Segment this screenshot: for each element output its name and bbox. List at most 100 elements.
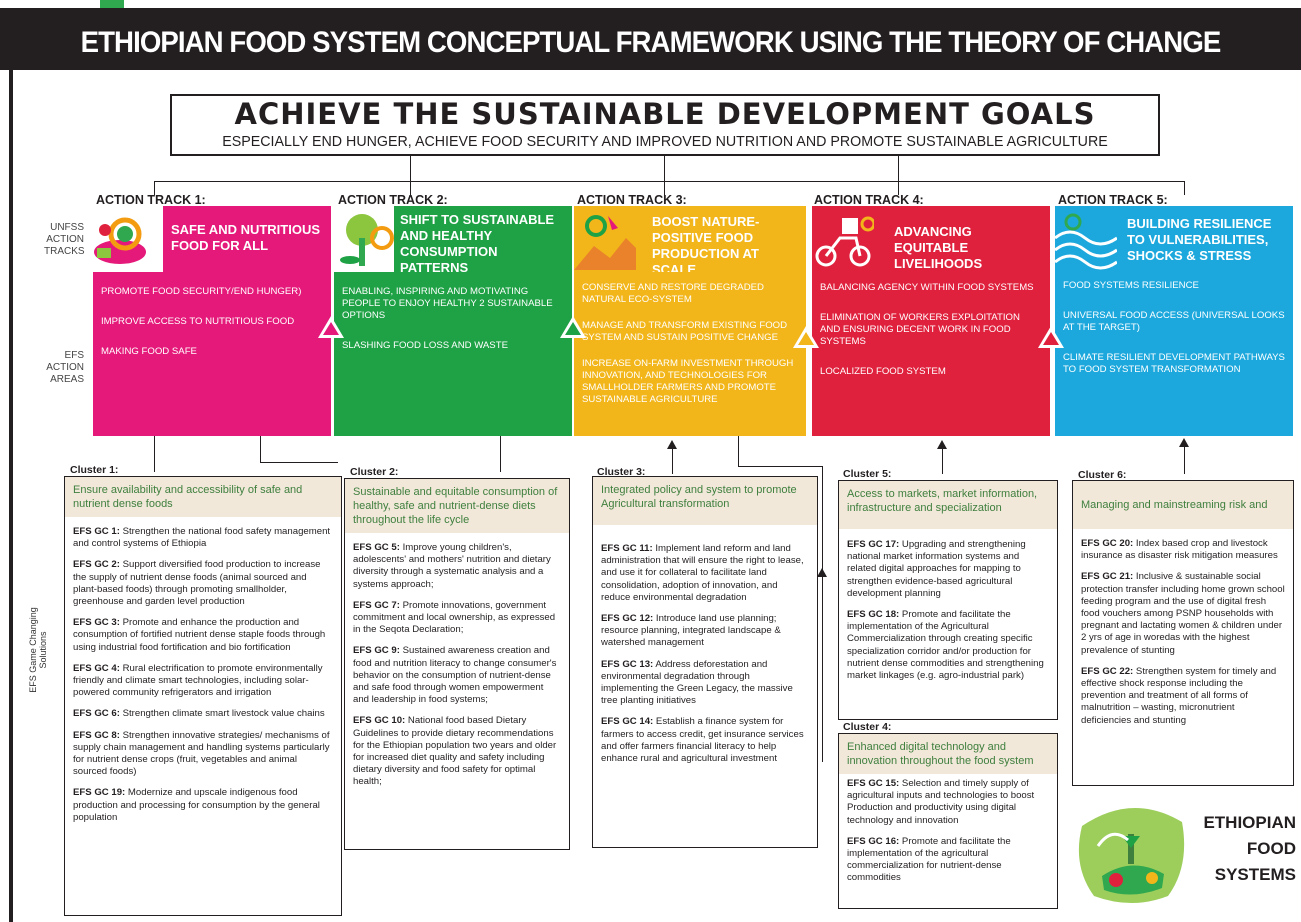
arrow-up-icon (817, 568, 827, 577)
cluster3-box: Integrated policy and system to promote … (592, 476, 818, 848)
gc-item: EFS GC 17: Upgrading and strengthening n… (847, 539, 1026, 599)
farm-landscape-icon (574, 215, 636, 270)
cluster5-head: Access to markets, market information, i… (839, 481, 1057, 529)
title-accent (100, 0, 124, 10)
cluster1-connector (154, 436, 155, 472)
triangle-marker (323, 322, 339, 335)
scooter-icon (815, 216, 874, 267)
cluster1-box: Ensure availability and accessibility of… (64, 476, 342, 916)
gc-item: EFS GC 9: Sustained awareness creation a… (353, 645, 557, 706)
track4-connector (898, 156, 899, 195)
track2-area: ENABLING, INSPIRING AND MOTIVATING PEOPL… (342, 286, 553, 321)
cluster5-box: Access to markets, market information, i… (838, 480, 1058, 720)
cluster5-connector (942, 448, 943, 474)
track4-label: ACTION TRACK 4: (814, 193, 924, 207)
logo-line: FOOD (1246, 839, 1296, 858)
goal-connector (664, 156, 665, 181)
sdg-goal-box: ACHIEVE THE SUSTAINABLE DEVELOPMENT GOAL… (170, 94, 1160, 156)
gc-item: EFS GC 10: National food based Dietary G… (353, 715, 557, 788)
track2-header: SHIFT TO SUSTAINABLE AND HEALTHY CONSUMP… (334, 206, 572, 275)
triangle-marker (1043, 332, 1059, 345)
gc-item: EFS GC 8: Strengthen innovative strategi… (73, 729, 330, 778)
track1-connector (154, 181, 155, 195)
track3-area: CONSERVE AND RESTORE DEGRADED NATURAL EC… (582, 282, 764, 305)
gc-item: EFS GC 6: Strengthen climate smart lives… (73, 708, 325, 720)
track4-header: ADVANCING EQUITABLE LIVELIHOODS (812, 206, 1050, 272)
page-title: ETHIOPIAN FOOD SYSTEM CONCEPTUAL FRAMEWO… (80, 26, 1222, 59)
gc-item: EFS GC 21: Inclusive & sustainable socia… (1081, 571, 1285, 656)
track1-area: IMPROVE ACCESS TO NUTRITIOUS FOOD (101, 316, 295, 327)
track2-label: ACTION TRACK 2: (338, 193, 448, 207)
gc-item: EFS GC 14: Establish a finance system fo… (601, 716, 804, 765)
track2-name: SHIFT TO SUSTAINABLE AND HEALTHY CONSUMP… (400, 212, 555, 275)
track4-name: ADVANCING EQUITABLE LIVELIHOODS (894, 224, 983, 271)
track1-area: MAKING FOOD SAFE (101, 346, 197, 357)
track5-area: UNIVERSAL FOOD ACCESS (UNIVERSAL LOOKS A… (1063, 310, 1285, 333)
efs-logo-icon (1078, 807, 1185, 903)
track3-label: ACTION TRACK 3: (577, 193, 687, 207)
track2-area: SLASHING FOOD LOSS AND WASTE (342, 340, 508, 351)
triangle-marker (798, 332, 814, 345)
track5-areas: FOOD SYSTEMS RESILIENCE UNIVERSAL FOOD A… (1055, 272, 1293, 436)
track-connector-bar (154, 181, 1184, 182)
gc-item: EFS GC 20: Index based crop and livestoc… (1081, 538, 1278, 562)
cluster4-head: Enhanced digital technology and innovati… (839, 734, 1057, 774)
track3-connector (664, 181, 665, 195)
sdg-goal-subtitle: ESPECIALLY END HUNGER, ACHIEVE FOOD SECU… (222, 133, 1108, 150)
cluster2-connector (500, 436, 501, 472)
efs-solutions-label: EFS Game Changing Solutions (28, 607, 48, 693)
cluster6-connector (1184, 446, 1185, 474)
logo-text: ETHIOPIAN FOOD SYSTEMS (1178, 810, 1296, 888)
gc-item: EFS GC 18: Promote and facilitate the im… (847, 609, 1044, 682)
track5-label: ACTION TRACK 5: (1058, 193, 1168, 207)
track5-area: CLIMATE RESILIENT DEVELOPMENT PATHWAYS T… (1063, 352, 1285, 375)
track1-name: SAFE AND NUTRITIOUS FOOD FOR ALL (171, 222, 321, 253)
track2-areas: ENABLING, INSPIRING AND MOTIVATING PEOPL… (334, 272, 572, 436)
track1-label: ACTION TRACK 1: (96, 193, 206, 207)
arrow-up-icon (937, 440, 947, 449)
track1-header: SAFE AND NUTRITIOUS FOOD FOR ALL (93, 206, 331, 272)
track2-name-bg (394, 206, 572, 272)
gc-item: EFS GC 2: Support diversified food produ… (73, 559, 321, 608)
cluster5-label: Cluster 5: (843, 468, 892, 480)
arrow-up-icon (667, 440, 677, 449)
cluster6-label: Cluster 6: (1078, 469, 1127, 481)
cluster2-head: Sustainable and equitable consumption of… (345, 479, 569, 533)
logo-line: ETHIOPIAN (1203, 813, 1296, 832)
gc-item: EFS GC 22: Strengthen system for timely … (1081, 665, 1277, 726)
track3-area: INCREASE ON-FARM INVESTMENT THROUGH INNO… (582, 358, 794, 405)
cluster1-label: Cluster 1: (70, 464, 119, 476)
arrow-up-icon (1179, 438, 1189, 447)
track1-name-bg (163, 206, 331, 272)
track5-name: BUILDING RESILIENCE TO VULNERABILITIES, … (1127, 216, 1272, 263)
title-bar: ETHIOPIAN FOOD SYSTEM CONCEPTUAL FRAMEWO… (0, 8, 1301, 70)
track3-cluster4-connector (738, 436, 739, 466)
gc-item: EFS GC 11: Implement land reform and lan… (601, 543, 804, 603)
track1-areas: PROMOTE FOOD SECURITY/END HUNGER) IMPROV… (93, 272, 331, 436)
cluster3-connector (672, 448, 673, 474)
cluster6-box: Managing and mainstreaming risk and EFS … (1072, 480, 1294, 786)
track4-area: ELIMINATION OF WORKERS EXPLOITATION AND … (820, 312, 1020, 347)
track3-cluster4-connector-h (738, 466, 822, 467)
cluster3-label: Cluster 3: (597, 466, 646, 478)
cluster2-label: Cluster 2: (350, 466, 399, 478)
track4-area: BALANCING AGENCY WITHIN FOOD SYSTEMS (820, 282, 1034, 293)
track4-areas: BALANCING AGENCY WITHIN FOOD SYSTEMS ELI… (812, 272, 1050, 436)
sdg-goal-title: ACHIEVE THE SUSTAINABLE DEVELOPMENT GOAL… (234, 97, 1096, 131)
track3-header: BOOST NATURE-POSITIVE FOOD PRODUCTION AT… (574, 206, 806, 277)
track4-area: LOCALIZED FOOD SYSTEM (820, 366, 946, 377)
track1-area: PROMOTE FOOD SECURITY/END HUNGER) (101, 286, 302, 297)
track1-cluster2-connector (260, 436, 261, 462)
left-rule (9, 70, 13, 922)
cluster4-connector (822, 466, 823, 762)
track3-area: MANAGE AND TRANSFORM EXISTING FOOD SYSTE… (582, 320, 788, 343)
track3-name: BOOST NATURE-POSITIVE FOOD PRODUCTION AT… (652, 214, 760, 277)
food-bowl-icon (94, 217, 146, 264)
track5-connector (1184, 181, 1185, 195)
track1-cluster2-connector-h (260, 462, 338, 463)
triangle-marker (565, 322, 581, 335)
track5-area: FOOD SYSTEMS RESILIENCE (1063, 280, 1199, 291)
track2-connector (410, 156, 411, 195)
waves-icon (1055, 213, 1117, 270)
cluster6-head: Managing and mainstreaming risk and (1073, 481, 1293, 529)
